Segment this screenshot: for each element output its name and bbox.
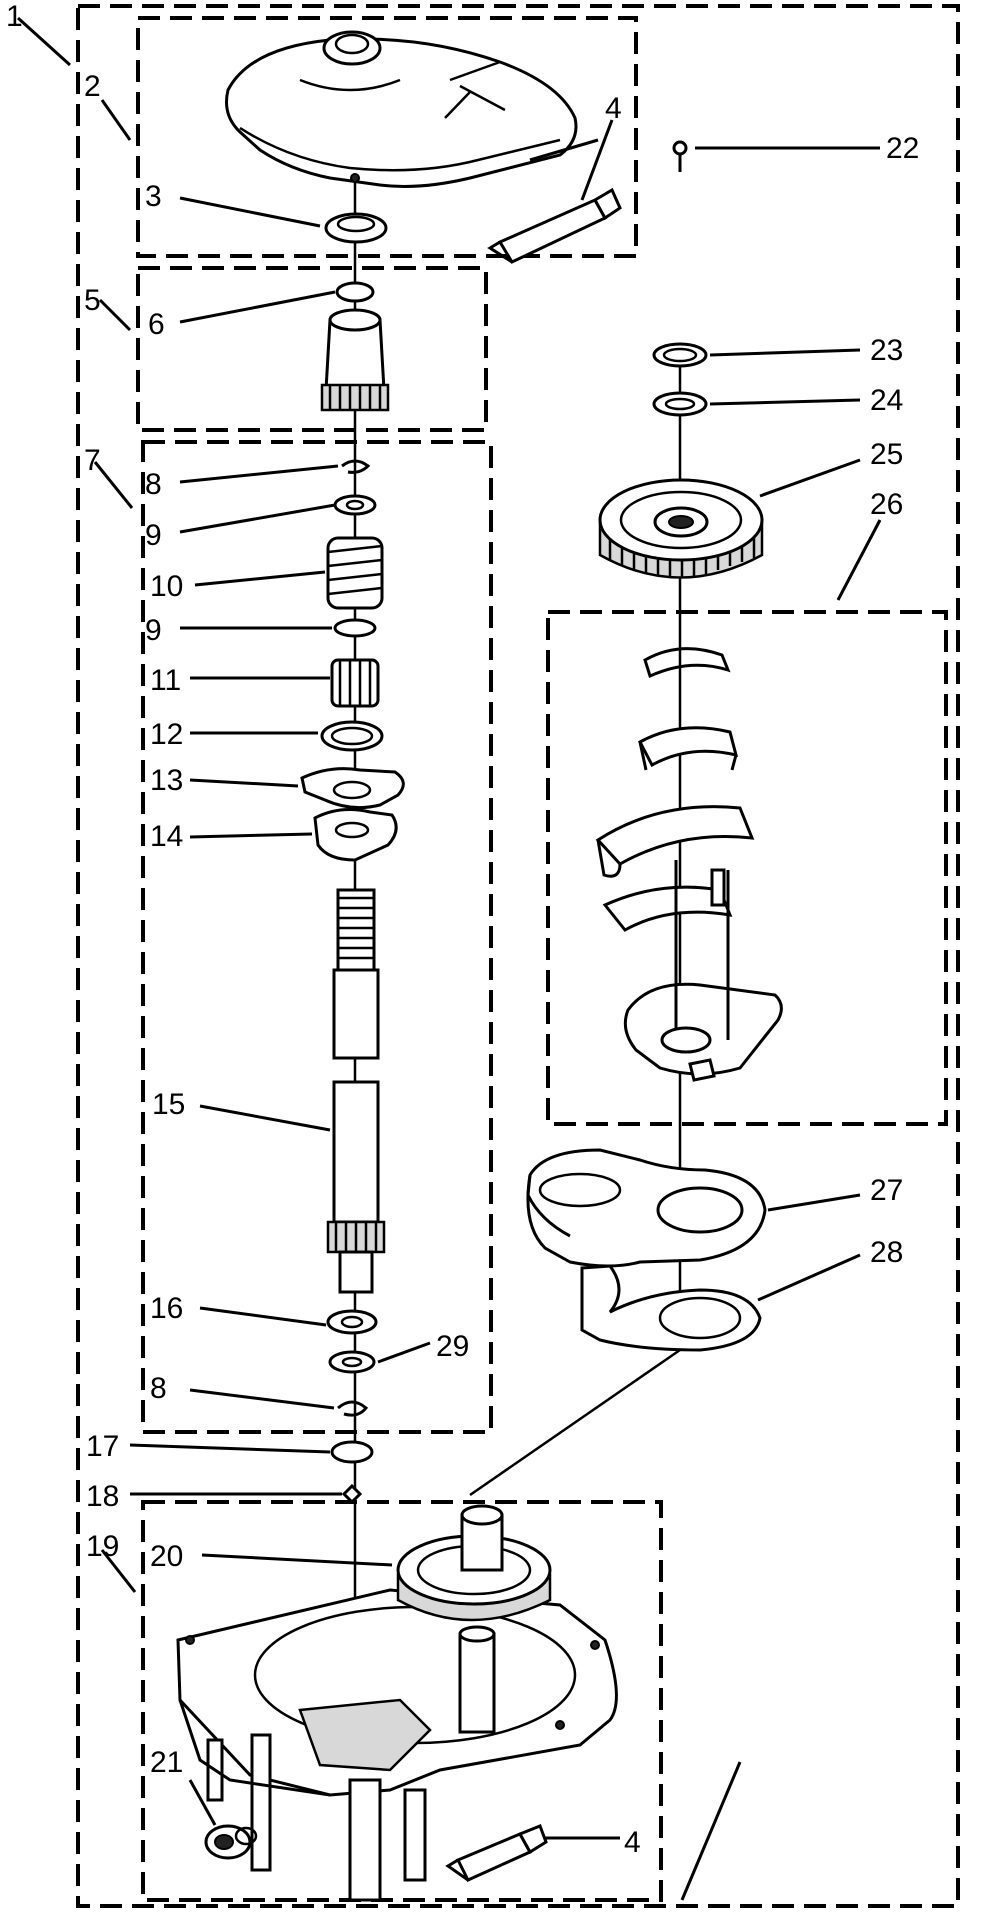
callout-28: 28 (870, 1236, 903, 1269)
callout-15: 15 (152, 1088, 185, 1121)
brake-part-upper (300, 767, 405, 810)
callout-11: 11 (150, 664, 181, 697)
spring-part (326, 536, 384, 610)
callout-7: 7 (84, 444, 101, 477)
assembly-1-box (76, 4, 960, 1908)
callout-25: 25 (870, 438, 903, 471)
gear-25-part (598, 478, 764, 579)
callout-13: 13 (150, 764, 183, 797)
gearcase-base-part (176, 1588, 618, 1902)
callout-4-bottom: 4 (624, 1826, 641, 1859)
callout-5: 5 (84, 284, 101, 317)
washer-part (333, 494, 377, 516)
callout-21: 21 (150, 1746, 183, 1779)
callout-16: 16 (150, 1292, 183, 1325)
ring-23-part (652, 342, 708, 368)
callout-20: 20 (150, 1540, 183, 1573)
drive-gear-20-part (396, 1504, 552, 1622)
grease-tube-bottom-part (445, 1824, 548, 1882)
ball-part (341, 1483, 363, 1505)
gearcase-cover-part (225, 30, 578, 188)
washer-24-part (652, 391, 708, 417)
agitate-shaft-part (326, 888, 386, 1294)
callout-10: 10 (150, 570, 183, 603)
brake-part-lower (313, 808, 398, 862)
callout-4-top: 4 (605, 92, 622, 125)
callout-24: 24 (870, 384, 903, 417)
callout-9-bottom: 9 (145, 614, 162, 647)
callout-22: 22 (886, 132, 919, 165)
shifter-plate-27-part (526, 1148, 767, 1268)
assembly-26-box (546, 610, 948, 1126)
thrust-washer-part (326, 1309, 378, 1335)
callout-19: 19 (86, 1530, 119, 1563)
leader-lines (16, 16, 882, 1901)
retaining-ring-part (341, 459, 371, 474)
bearing-washer-part (330, 1440, 374, 1464)
callout-8-top: 8 (145, 468, 162, 501)
washer-part (328, 1350, 376, 1374)
callout-9-top: 9 (145, 519, 162, 552)
callout-14: 14 (150, 820, 183, 853)
callout-17: 17 (86, 1430, 119, 1463)
callout-18: 18 (86, 1480, 119, 1513)
seal-part (324, 212, 388, 244)
pulley-21-part (204, 1824, 258, 1860)
pinion-part (320, 281, 390, 412)
washer-part (333, 618, 377, 638)
callout-29: 29 (436, 1330, 469, 1363)
callout-23: 23 (870, 334, 903, 367)
cam-assembly-part (595, 647, 783, 1082)
callout-12: 12 (150, 718, 183, 751)
clutch-part (330, 658, 380, 708)
callout-6: 6 (148, 308, 165, 341)
grease-tube-part (487, 187, 622, 264)
assembly-19-box (141, 1500, 663, 1902)
screw-part (672, 140, 688, 172)
right-to-base-line (469, 1348, 681, 1497)
callout-2: 2 (84, 70, 101, 103)
assembly-5-box (136, 266, 488, 432)
assembly-7-box (141, 440, 493, 1434)
callout-3: 3 (145, 180, 162, 213)
callout-8-bottom: 8 (150, 1372, 167, 1405)
assembly-2-box (136, 16, 638, 258)
callout-26: 26 (870, 488, 903, 521)
callout-1: 1 (6, 0, 23, 33)
retaining-ring-part (337, 1400, 369, 1417)
ring-part (320, 720, 384, 752)
cam-plate-28-part (580, 1264, 762, 1352)
callout-27: 27 (870, 1174, 903, 1207)
